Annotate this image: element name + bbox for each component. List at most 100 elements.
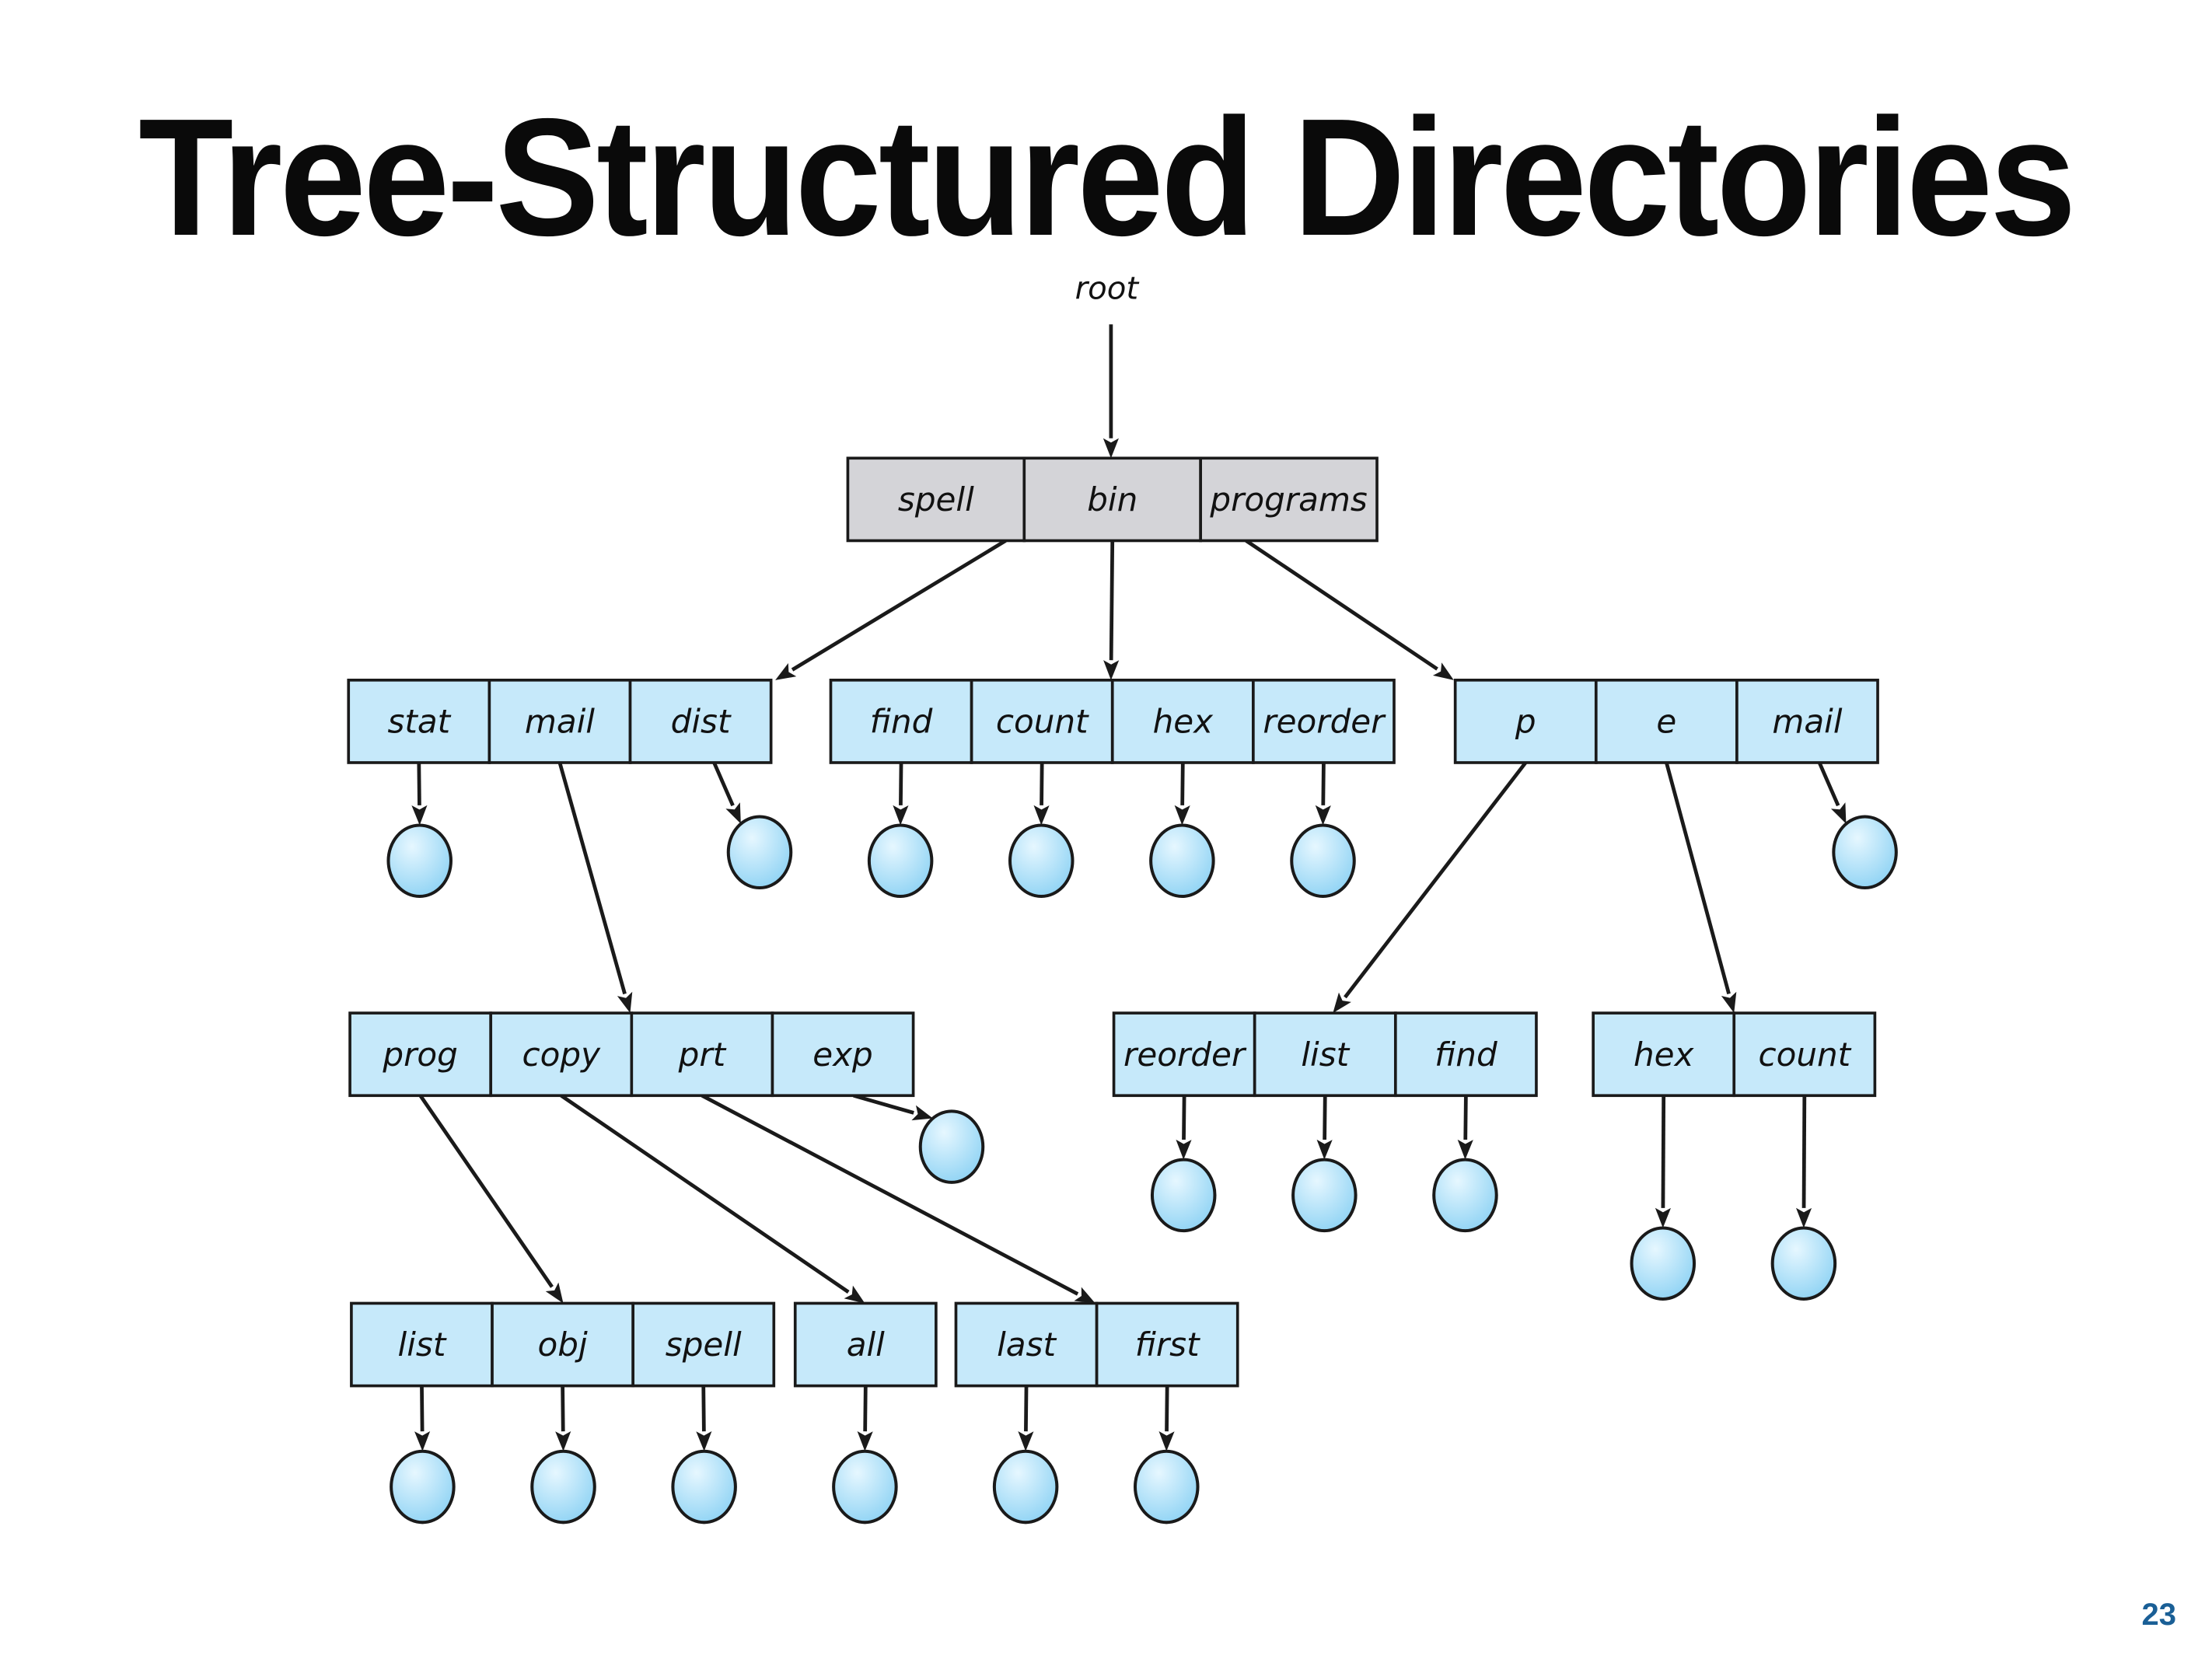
file-node-icon[interactable] [671, 1449, 737, 1525]
arrowhead-icon [1033, 805, 1050, 826]
file-node-icon[interactable] [832, 1449, 898, 1525]
entry-cell [350, 1301, 494, 1388]
edge-line [560, 1094, 850, 1294]
directory-entry[interactable]: hex [1592, 1011, 1736, 1098]
edge-line [853, 1093, 914, 1115]
entry-cell [793, 1301, 938, 1388]
edge-to-directory [701, 1094, 1096, 1304]
directory-entry[interactable]: copy [489, 1011, 634, 1098]
directory-entry[interactable]: list [1253, 1011, 1397, 1098]
file-node-icon[interactable] [867, 823, 934, 899]
entry-label: count [996, 703, 1089, 741]
edge-line [1109, 540, 1115, 661]
edge-to-file [893, 762, 909, 826]
entry-label: p [1515, 703, 1536, 741]
entry-cell [1199, 456, 1379, 543]
entry-cell [846, 456, 1026, 543]
edge-to-file [853, 1093, 933, 1121]
directory-entry[interactable]: mail [487, 679, 632, 764]
file-node-icon[interactable] [1291, 1158, 1358, 1233]
file-node-icon[interactable] [992, 1449, 1059, 1525]
directory-entry[interactable]: p [1453, 679, 1598, 764]
file-node-icon[interactable] [1832, 815, 1898, 890]
file-node-icon[interactable] [1630, 1226, 1697, 1301]
file-node-icon[interactable] [386, 823, 453, 899]
entry-cell [1112, 1011, 1256, 1098]
directory-entry[interactable]: find [829, 679, 973, 764]
directory-prt: last first [954, 1301, 1239, 1388]
directory-entry[interactable]: first [1095, 1301, 1239, 1388]
directory-entry[interactable]: count [1732, 1011, 1877, 1098]
edge-line [863, 1385, 868, 1432]
arrowhead-icon [844, 1285, 865, 1304]
directory-entry[interactable]: hex [1110, 679, 1255, 764]
directory-entry[interactable]: programs [1199, 456, 1379, 543]
directory-entry[interactable]: spell [631, 1301, 776, 1388]
file-node-icon[interactable] [918, 1109, 985, 1184]
directory-entry[interactable]: spell [846, 456, 1026, 543]
entry-label: first [1135, 1325, 1200, 1364]
edge-to-file [1457, 1095, 1473, 1160]
arrowhead-icon [414, 1431, 431, 1451]
edge-line [701, 1094, 1079, 1296]
file-node-icon[interactable] [1290, 823, 1356, 899]
file-node-icon[interactable] [1008, 823, 1075, 899]
file-node-icon[interactable] [1770, 1226, 1837, 1301]
file-node-icon[interactable] [1150, 1158, 1217, 1233]
edge-to-file [712, 762, 741, 824]
file-node-icon[interactable] [1133, 1449, 1200, 1525]
edge-line [712, 762, 735, 807]
directory-entry[interactable]: prt [630, 1011, 774, 1098]
directory-entry[interactable]: list [350, 1301, 494, 1388]
directory-entry[interactable]: obj [491, 1301, 634, 1388]
file-node-icon[interactable] [1149, 823, 1215, 899]
arrowhead-icon [1830, 802, 1847, 824]
directory-entry[interactable]: dist [628, 679, 773, 764]
edge-line [1323, 1095, 1327, 1140]
directory-entry[interactable]: reorder [1252, 679, 1396, 764]
directory-entry[interactable]: stat [347, 679, 491, 764]
arrowhead-icon [1176, 1139, 1192, 1160]
file-node-icon[interactable] [726, 815, 793, 890]
entry-cell [1735, 679, 1879, 764]
edges-layer [411, 324, 1847, 1451]
directory-entry[interactable]: find [1393, 1011, 1538, 1098]
arrowhead-icon [545, 1282, 564, 1304]
entry-cell [1453, 679, 1598, 764]
directory-entry[interactable]: mail [1735, 679, 1879, 764]
edge-to-file [1795, 1095, 1812, 1228]
edge-line [1801, 1095, 1807, 1208]
directory-entry[interactable]: count [970, 679, 1114, 764]
edge-to-file [1174, 762, 1190, 826]
edge-to-directory [1333, 761, 1528, 1014]
entry-label: dist [671, 703, 732, 741]
arrowhead-icon [911, 1105, 933, 1121]
file-node-icon[interactable] [530, 1449, 596, 1525]
arrowhead-icon [725, 802, 741, 824]
directory-entry[interactable]: exp [771, 1011, 915, 1098]
entry-label: obj [538, 1325, 588, 1364]
arrowhead-icon [1432, 662, 1454, 680]
entry-label: hex [1634, 1036, 1695, 1074]
directory-entry[interactable]: e [1594, 679, 1738, 764]
file-node-icon[interactable] [390, 1449, 456, 1525]
edge-line [420, 1385, 425, 1432]
entry-label: find [870, 703, 933, 741]
arrowhead-icon [1174, 805, 1190, 826]
edge-line [418, 1094, 554, 1288]
directory-entry[interactable]: bin [1022, 456, 1202, 543]
directory-entry[interactable]: last [954, 1301, 1099, 1388]
entry-label: exp [812, 1036, 872, 1074]
directory-entry[interactable]: reorder [1112, 1011, 1256, 1098]
edge-line [1344, 761, 1528, 999]
arrowhead-icon [857, 1431, 873, 1451]
edge-to-file [1158, 1385, 1175, 1451]
directory-entry[interactable]: all [793, 1301, 938, 1388]
edge-line [417, 762, 421, 805]
directory-entry[interactable]: prog [348, 1011, 493, 1098]
edge-to-file [1655, 1095, 1671, 1228]
file-node-icon[interactable] [1432, 1158, 1498, 1233]
